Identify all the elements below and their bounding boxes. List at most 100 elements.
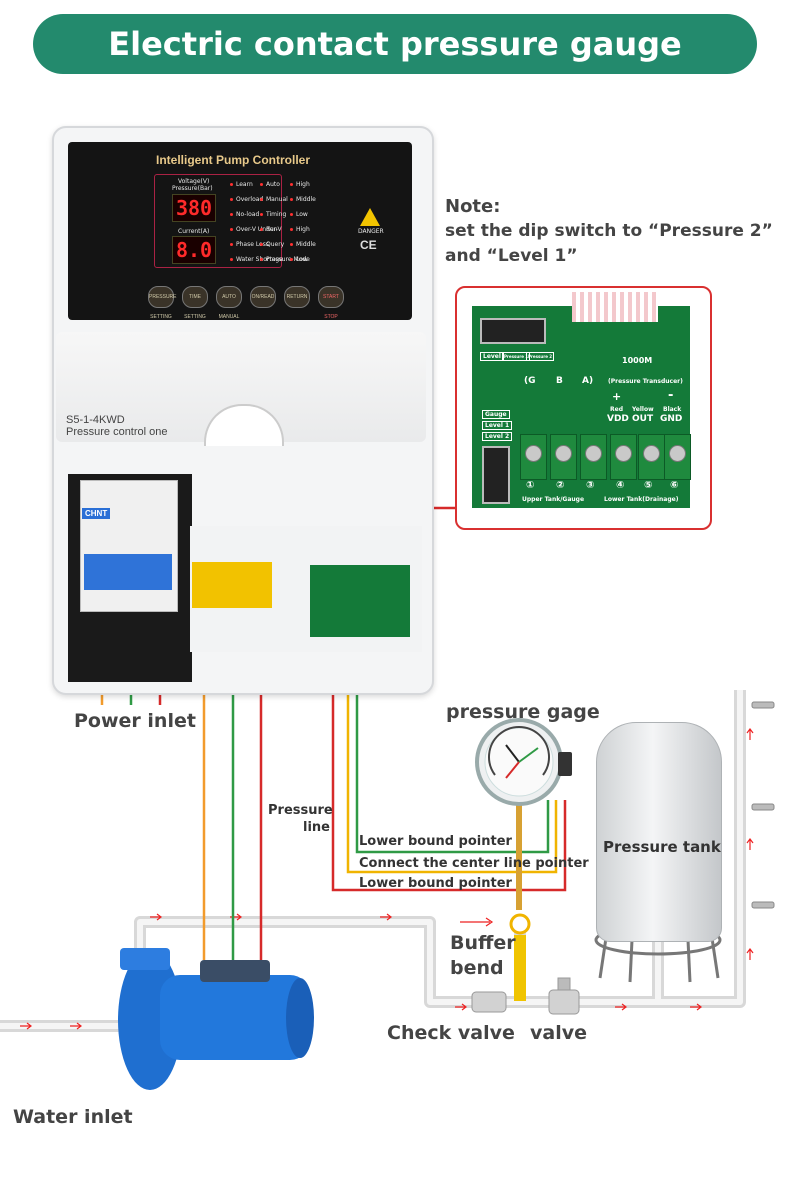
pcb-yellow-label: Yellow	[632, 406, 654, 413]
mini-pcb	[310, 565, 410, 637]
indicator-led	[290, 213, 293, 216]
auto-manual-button[interactable]: AUTO MANUAL	[216, 286, 242, 320]
center-line-pointer-label: Connect the center line pointer	[359, 856, 589, 871]
breaker-switch-bank[interactable]	[84, 554, 172, 590]
indicator-led	[290, 183, 293, 186]
pcb-upper-tank-label: Upper Tank/Gauge	[522, 496, 585, 503]
current-display: 8.0	[172, 236, 216, 264]
indicator-query: Query	[266, 241, 285, 248]
indicator-led	[230, 213, 233, 216]
on-read-button[interactable]: ON/READ	[250, 286, 276, 308]
indicator-middle: Middle	[296, 196, 316, 203]
controller-display: Intelligent Pump Controller Voltage(V) P…	[68, 142, 412, 320]
start-stop-button[interactable]: START STOP	[318, 286, 344, 320]
pcb-plus-label: +	[612, 390, 622, 403]
current-label: Current(A)	[178, 228, 210, 235]
buffer-bend-label-2: bend	[450, 957, 504, 979]
indicator-led	[290, 243, 293, 246]
terminal-2	[550, 434, 577, 480]
breaker-brand: CHNT	[82, 508, 111, 519]
pcb-transducer-label: (Pressure Transducer)	[608, 378, 683, 385]
pressure-setting-button[interactable]: PRESSURE SETTING	[148, 286, 177, 320]
pressure-gauge-dial	[475, 718, 572, 806]
indicator-high-2: High	[296, 226, 310, 233]
pressure-line-label-2: line	[303, 820, 330, 835]
terminal-1	[520, 434, 547, 480]
pcb-g-label: (G	[524, 376, 536, 386]
return-button[interactable]: RETURN	[284, 286, 310, 308]
pressure-tank-label: Pressure tank	[603, 838, 721, 856]
pressure-label: Pressure(Bar)	[172, 185, 213, 192]
indicator-led	[290, 228, 293, 231]
pcb-board: Level Pressure 1 Pressure 2 1000M (G B A…	[472, 292, 691, 508]
pcb-red-label: Red	[610, 406, 623, 413]
taps	[751, 701, 775, 909]
title-banner: Electric contact pressure gauge	[33, 14, 757, 74]
indicator-led	[260, 213, 263, 216]
controller-title: Intelligent Pump Controller	[156, 153, 311, 167]
readout-frame	[154, 174, 282, 268]
indicator-high: High	[296, 181, 310, 188]
indicator-led	[290, 198, 293, 201]
indicator-led	[230, 183, 233, 186]
terminal-number-6: ⑥	[670, 480, 679, 491]
terminal-number-3: ③	[586, 480, 595, 491]
ribbon-cable	[572, 292, 658, 322]
dip-switch-top[interactable]	[480, 318, 546, 344]
voltage-display: 380	[172, 194, 216, 222]
pcb-model-label: 1000M	[622, 356, 653, 365]
pump-body	[118, 948, 314, 1090]
indicator-timing: Timing	[266, 211, 287, 218]
indicator-manual: Manual	[266, 196, 288, 203]
model-label: S5-1-4KWD	[66, 414, 125, 426]
pcb-b-label: B	[556, 376, 563, 386]
circuit-breaker[interactable]	[80, 480, 178, 612]
valves	[471, 977, 580, 1015]
pcb-pressure2-label: Pressure 2	[526, 352, 555, 361]
danger-icon	[360, 208, 380, 226]
dip-switch-side[interactable]	[482, 446, 510, 504]
buffer-bend-label-1: Buffer	[450, 932, 516, 954]
pcb-a-label: A)	[582, 376, 594, 386]
indicator-water-shortage: Water Shortage	[236, 256, 283, 263]
pressure-gage-label: pressure gage	[446, 701, 600, 723]
note-line-1: set the dip switch to “Pressure 2”	[445, 221, 773, 241]
water-inlet-label: Water inlet	[13, 1106, 133, 1128]
terminal-number-2: ②	[556, 480, 565, 491]
power-terminal-block	[192, 562, 272, 608]
indicator-run: Run	[266, 226, 278, 233]
gauge-stem	[509, 800, 531, 1001]
lower-bound-pointer-label-2: Lower bound pointer	[359, 876, 512, 891]
terminal-3	[580, 434, 607, 480]
indicator-learn: Learn	[236, 181, 253, 188]
pressure-tank	[596, 722, 722, 942]
banner-title: Electric contact pressure gauge	[108, 25, 682, 63]
indicator-led	[260, 183, 263, 186]
power-inlet-label: Power inlet	[74, 710, 196, 732]
indicator-auto: Auto	[266, 181, 280, 188]
indicator-led	[230, 243, 233, 246]
terminal-number-1: ①	[526, 480, 535, 491]
terminal-number-4: ④	[616, 480, 625, 491]
indicator-phase-loss: Phase Loss	[236, 241, 269, 248]
pcb-black-label: Black	[663, 406, 682, 413]
terminal-number-5: ⑤	[644, 480, 653, 491]
indicator-low-2: Low	[296, 256, 308, 263]
indicator-led	[260, 228, 263, 231]
terminal-5	[638, 434, 665, 480]
indicator-pressure-mode: Pressure Mode	[266, 256, 310, 263]
flow-arrows	[20, 728, 754, 1030]
note-line-2: and “Level 1”	[445, 246, 578, 266]
indicator-led	[230, 258, 233, 261]
pcb-vdd-label: VDD	[607, 414, 629, 424]
pcb-lower-tank-label: Lower Tank(Drainage)	[604, 496, 679, 503]
pcb-gauge-label: Gauge	[482, 410, 510, 419]
valve-label: valve	[530, 1022, 587, 1044]
time-setting-button[interactable]: TIME SETTING	[182, 286, 208, 320]
ce-mark: CE	[360, 238, 377, 252]
voltage-label: Voltage(V)	[178, 178, 210, 185]
pcb-level-label: Level	[480, 352, 504, 361]
indicator-over-under-v: Over-V Under-V	[236, 226, 282, 233]
indicator-low: Low	[296, 211, 308, 218]
